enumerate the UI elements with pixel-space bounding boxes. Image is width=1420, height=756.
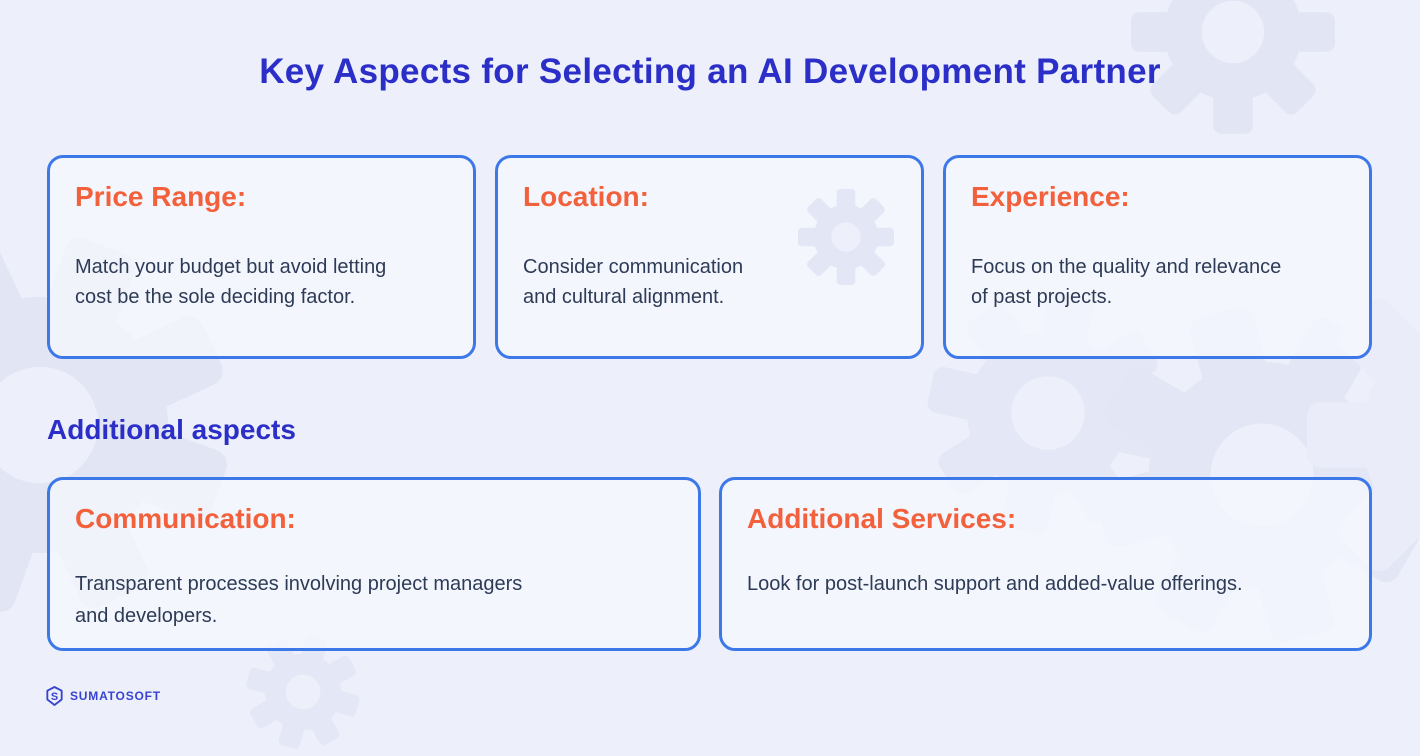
card-body: Transparent processes involving project … xyxy=(75,573,523,627)
section-heading: Additional aspects xyxy=(47,414,296,445)
brand-name: SUMATOSOFT xyxy=(70,689,161,703)
card-price-range: Price Range: Match your budget but avoid… xyxy=(47,155,476,359)
card-additional-services: Additional Services: Look for post-launc… xyxy=(719,477,1372,651)
sumatosoft-logo-icon: S xyxy=(46,686,63,706)
card-location: Location: Consider communication and cul… xyxy=(495,155,924,359)
card-heading: Experience: xyxy=(971,181,1130,212)
card-body: Focus on the quality and relevance of pa… xyxy=(971,256,1282,308)
card-body: Match your budget but avoid letting cost… xyxy=(75,256,387,308)
card-heading: Communication: xyxy=(75,503,296,534)
card-heading: Additional Services: xyxy=(747,503,1017,534)
svg-text:S: S xyxy=(51,691,58,703)
brand-logo: S SUMATOSOFT xyxy=(46,686,161,706)
card-heading: Location: xyxy=(523,181,649,212)
card-communication: Communication: Transparent processes inv… xyxy=(47,477,701,651)
card-body: Look for post-launch support and added-v… xyxy=(747,573,1243,595)
card-heading: Price Range: xyxy=(75,181,247,212)
card-body: Consider communication and cultural alig… xyxy=(523,256,744,308)
card-experience: Experience: Focus on the quality and rel… xyxy=(943,155,1372,359)
page-title: Key Aspects for Selecting an AI Developm… xyxy=(259,52,1161,91)
